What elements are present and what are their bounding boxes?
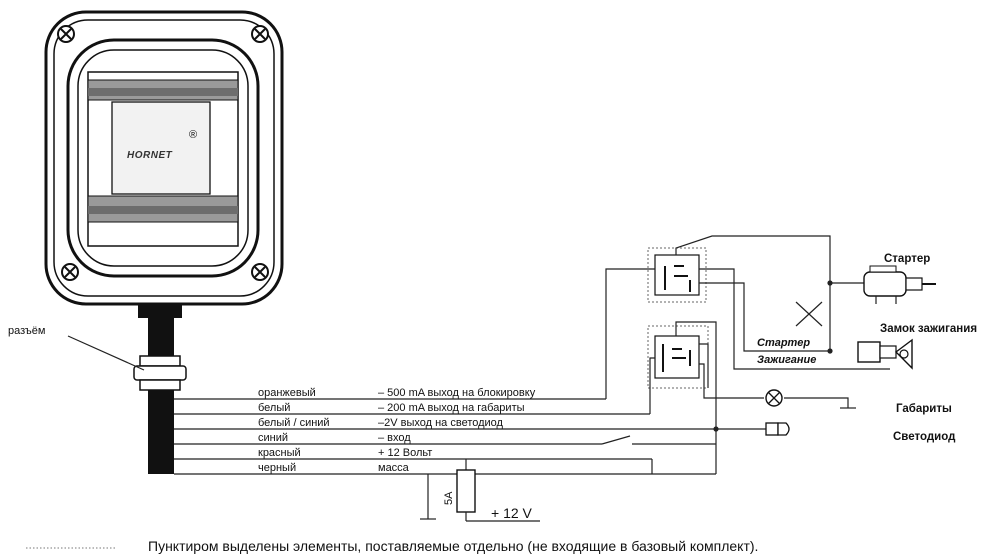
wire-color-white-blue: белый / синий (258, 417, 330, 429)
screw-icon (251, 263, 269, 281)
input-switch (601, 435, 716, 445)
harness-wires (174, 398, 716, 475)
connector-leader (67, 335, 145, 371)
legend-text: Пунктиром выделены элементы, поставляемы… (148, 538, 758, 554)
relay-wiring (605, 235, 890, 474)
relay-ignition (647, 325, 709, 389)
wire-color-blue: синий (258, 432, 288, 444)
ignition-wire-label: Зажигание (757, 354, 816, 366)
screw-icon (57, 25, 75, 43)
wire-function-blue: – вход (378, 432, 411, 444)
ground-symbol (420, 474, 436, 520)
lamp-icon (765, 389, 783, 407)
registered-mark: ® (189, 129, 197, 141)
fuse-label: 5A (443, 491, 455, 505)
wire-function-orange: – 500 mA выход на блокировку (378, 387, 536, 399)
junction-dot (827, 348, 833, 354)
power-label: + 12 V (491, 505, 533, 521)
wire-function-red: + 12 Вольт (378, 447, 432, 459)
wire-color-red: красный (258, 447, 301, 459)
wire-color-orange: оранжевый (258, 387, 316, 399)
cable (133, 304, 187, 474)
wire-color-white: белый (258, 402, 290, 414)
connector-label: разъём (8, 325, 45, 337)
junction-dot (827, 280, 833, 286)
starter-wire-label: Стартер (757, 337, 810, 349)
screw-icon (251, 25, 269, 43)
ignition-lock-icon (857, 338, 913, 370)
starter-label: Стартер (884, 253, 930, 265)
brand-logo: HORNET (127, 150, 173, 161)
ignition-lock-label: Замок зажигания (880, 323, 977, 335)
parking-lights-label: Габариты (896, 403, 952, 415)
relay-starter (647, 247, 707, 303)
alarm-unit: HORNET ® (44, 10, 284, 306)
wire-function-white-blue: –2V выход на светодиод (378, 417, 504, 429)
led-icon (765, 422, 790, 436)
fuse (456, 459, 540, 522)
starter-icon (863, 265, 936, 304)
wire-function-black: масса (378, 462, 410, 474)
junction-dot (713, 426, 719, 432)
screw-icon (61, 263, 79, 281)
wire-color-black: черный (258, 462, 296, 474)
led-label: Светодиод (893, 431, 956, 443)
wire-function-white: – 200 mA выход на габариты (378, 402, 525, 414)
